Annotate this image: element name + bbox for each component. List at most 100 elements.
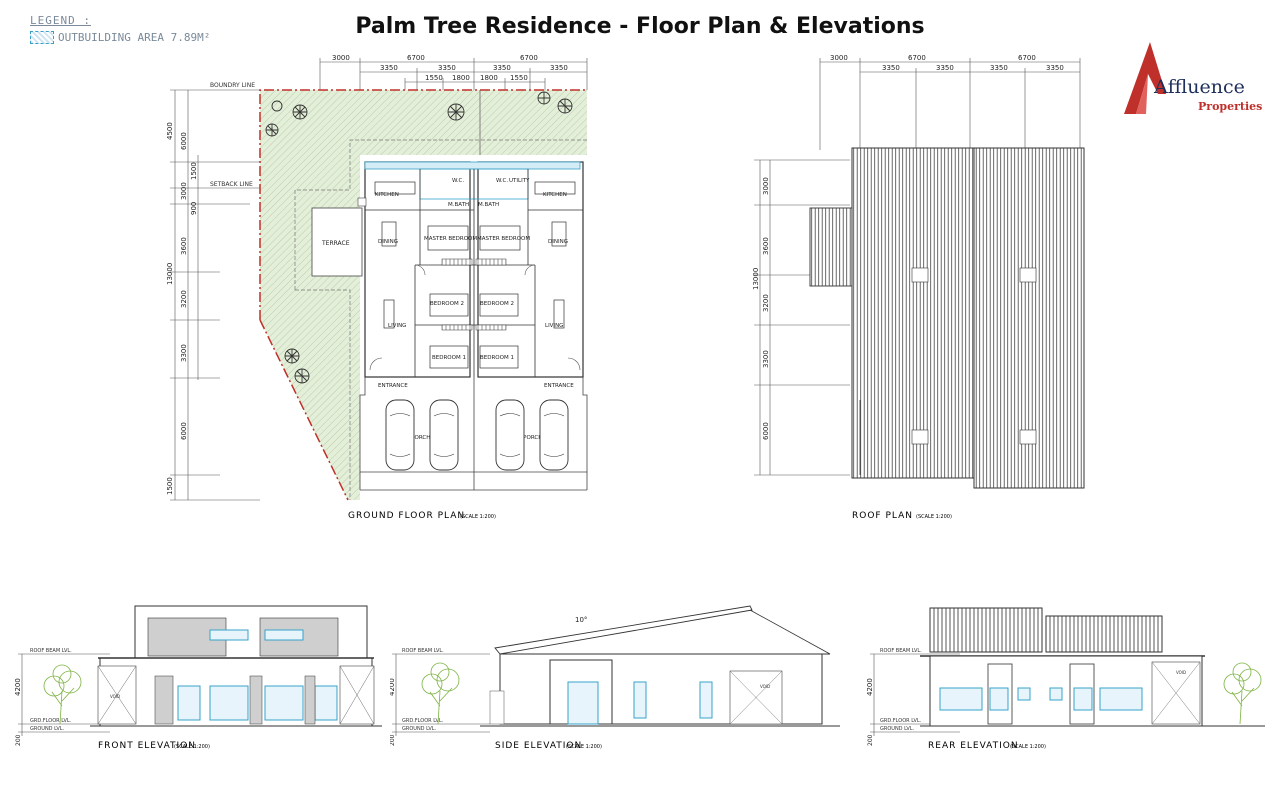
room-master-left: MASTER BEDROOM [424,236,477,242]
boundary-line-label: BOUNDRY LINE [210,82,255,89]
room-carporch-right: CAR PORCH [510,435,542,441]
rear-windows [939,687,1143,711]
room-bed1-right: BEDROOM 1 [480,355,514,361]
dining-tables [374,181,576,329]
room-kitchen-left: KITCHEN [375,192,399,198]
rear-elevation-scale: (SCALE 1:200) [1010,744,1046,750]
roof-slope-arrows [911,267,1037,445]
roof-top-dimensions [819,58,1081,150]
beds [427,225,521,369]
room-bed1-left: BEDROOM 1 [432,355,466,361]
room-wc-right: W.C. [496,178,508,184]
side-void-label: VOID [760,684,770,689]
roof-dim-6000-v: 6000 [762,422,770,440]
side-dim-4200: 4200 [390,678,396,696]
rear-elevation: ROOF BEAM LVL. GRD.FLOOR LVL. GROUND LVL… [866,607,1265,751]
tree-icon [43,664,82,725]
room-wc-left: W.C. [452,178,464,184]
dim-3350-c: 3350 [493,64,511,72]
terrace [311,207,363,277]
front-elevation-scale: (SCALE 1:200) [174,744,210,750]
lawn-area [260,90,587,500]
roof-plan-scale: (SCALE 1:200) [916,514,952,520]
ground-floor-plan: 3000 6700 6700 3350 3350 3350 3350 1550 … [166,54,588,521]
roof-dim-3300-v: 3300 [762,350,770,368]
rear-grd-floor-label: GRD.FLOOR LVL. [880,718,922,724]
room-bed2-right: BEDROOM 2 [480,301,514,307]
left-dimensions [170,89,270,501]
legend-row: OUTBUILDING AREA 7.89M² [30,31,210,44]
front-ground-label: GROUND LVL. [30,726,65,732]
dim-6000-b: 6000 [180,422,188,440]
roof-left-unit [851,147,975,479]
dim-4500: 4500 [166,122,174,140]
rear-dim-200: 200 [867,734,874,746]
roof-angle-label: 10° [575,616,587,624]
rear-roof-beam-label: ROOF BEAM LVL. [880,648,922,654]
room-dining-left: DINING [378,239,398,245]
dim-3200: 3200 [180,290,188,308]
front-dim-200: 200 [15,734,22,746]
front-grd-floor-label: GRD.FLOOR LVL. [30,718,72,724]
front-windows [177,629,338,721]
cars [385,399,569,471]
dim-6700-a: 6700 [407,54,425,62]
side-elevation-caption: SIDE ELEVATION [495,741,582,751]
dim-3600: 3600 [180,237,188,255]
outbuilding-band [364,161,581,170]
dim-1500: 1500 [166,477,174,495]
roof-dim-3000-v: 3000 [762,177,770,195]
rear-void-label: VOID [1176,670,1186,675]
room-mbath-right: M.BATH [478,202,499,208]
side-grd-floor-label: GRD.FLOOR LVL. [402,718,444,724]
legend-item-label: OUTBUILDING AREA 7.89M² [58,31,211,44]
logo-sub: Properties [1198,100,1263,113]
roof-plan: 3000 6700 6700 3350 3350 3350 3350 3000 … [752,54,1085,521]
room-walls [365,169,583,377]
logo-name: Affluence [1154,76,1245,98]
dim-3000: 3000 [180,182,188,200]
page-title: Palm Tree Residence - Floor Plan & Eleva… [355,14,925,39]
room-terrace: TERRACE [321,240,350,247]
side-roof-beam-label: ROOF BEAM LVL. [402,648,444,654]
side-elevation: ROOF BEAM LVL. GRD.FLOOR LVL. GROUND LVL… [390,605,840,751]
roof-dim-6700-a: 6700 [908,54,926,62]
roof-plan-caption: ROOF PLAN [852,511,913,521]
dim-900: 900 [190,202,198,215]
roof-dim-3600-v: 3600 [762,237,770,255]
rear-ground-label: GROUND LVL. [880,726,915,732]
room-living-left: LIVING [388,323,406,329]
tree-icon [1223,662,1262,725]
roof-dim-3350-a: 3350 [882,64,900,72]
dim-3000: 3000 [332,54,350,62]
car-icon [495,399,525,471]
dim-1500-b: 1500 [190,162,198,180]
side-roof [494,605,753,655]
car-icon [539,399,569,471]
front-elevation-caption: FRONT ELEVATION [98,741,196,751]
dim-3350-d: 3350 [550,64,568,72]
roof-dim-3200-v: 3200 [762,294,770,312]
room-entrance-left: ENTRANCE [378,383,408,389]
rear-dim-4200: 4200 [866,678,874,696]
front-void-label: VOID [110,694,120,699]
boundary-line [259,89,587,320]
legend: LEGEND : OUTBUILDING AREA 7.89M² [30,14,210,44]
room-living-right: LIVING [545,323,563,329]
dim-1550-b: 1550 [510,74,528,82]
room-dining-right: DINING [548,239,568,245]
side-elevation-scale: (SCALE 1:200) [566,744,602,750]
dim-3300: 3300 [180,344,188,362]
front-elevation: ROOF BEAM LVL. GRD.FLOOR LVL. GROUND LVL… [14,605,382,751]
front-dim-4200: 4200 [14,678,22,696]
roof-dim-3350-d: 3350 [1046,64,1064,72]
roof-dim-6700-b: 6700 [1018,54,1036,62]
dim-13000: 13000 [166,263,174,285]
car-icon [429,399,459,471]
affluence-logo: Affluence Properties [1118,40,1262,124]
front-roof-beam-label: ROOF BEAM LVL. [30,648,72,654]
ground-plan-caption: GROUND FLOOR PLAN [348,511,465,521]
room-master-right: MASTER BEDROOM [477,236,530,242]
roof-dim-3350-c: 3350 [990,64,1008,72]
roof-dim-13000-v: 13000 [752,268,760,290]
